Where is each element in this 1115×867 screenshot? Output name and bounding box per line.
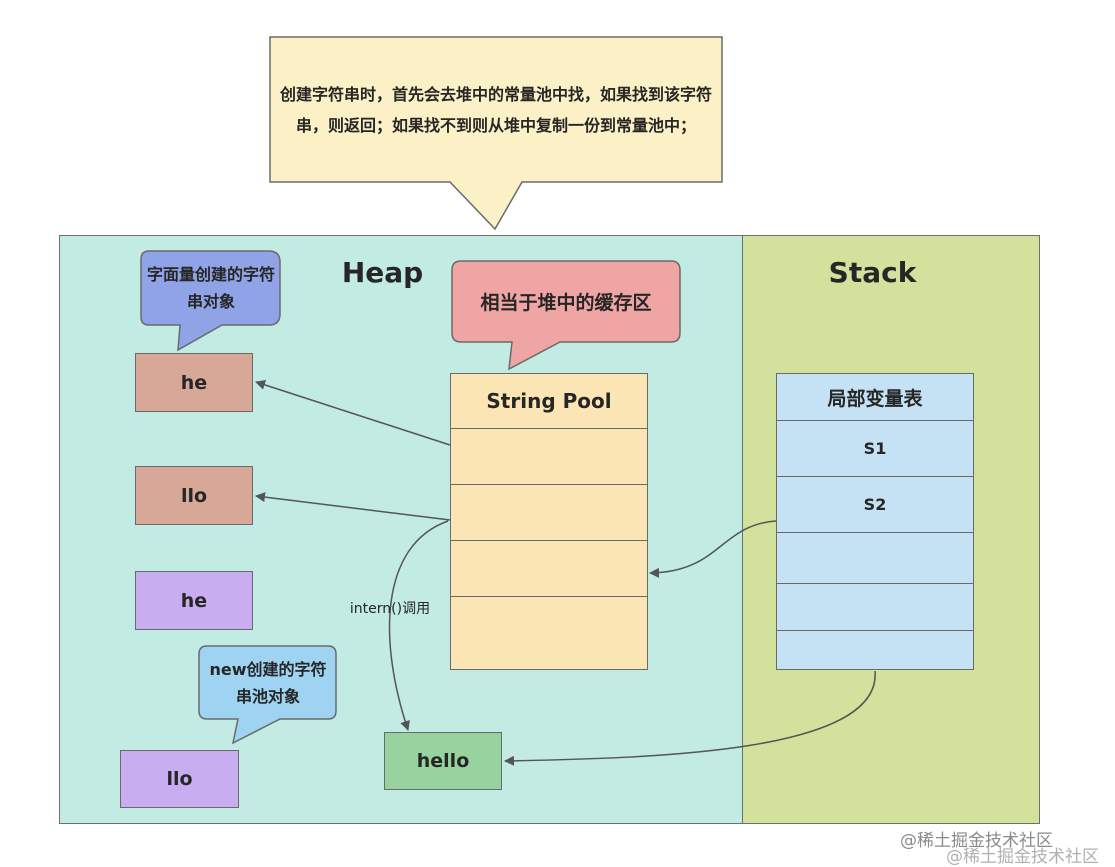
local-variable-table-title: 局部变量表 [827, 387, 923, 410]
watermark: @稀土掘金技术社区 [900, 831, 1053, 851]
string-pool: String Pool [450, 373, 648, 670]
local-variable-table: 局部变量表 S1 S2 [776, 373, 974, 670]
new-object-he: he [135, 571, 253, 630]
string-pool-row [451, 540, 647, 596]
callout-shape [269, 36, 723, 231]
arrow-pool-to-llo [255, 492, 451, 521]
string-pool-title: String Pool [486, 389, 612, 413]
string-pool-row [451, 484, 647, 540]
intern-label: intern()调用 [349, 601, 431, 617]
string-pool-row [451, 428, 647, 484]
variable-row [777, 630, 973, 669]
variable-row-s1: S1 [777, 420, 973, 476]
variable-row [777, 532, 973, 583]
new-note-shape [198, 645, 337, 745]
cache-note-shape [451, 260, 681, 371]
variable-row [777, 583, 973, 630]
literal-note-shape [140, 250, 281, 352]
arrow-s2-to-pool [649, 520, 777, 578]
arrow-vars-to-hello [504, 670, 876, 766]
literal-object-llo: llo [135, 466, 253, 525]
arrow-pool-to-he [255, 380, 451, 446]
literal-object-he: he [135, 353, 253, 412]
variable-row-s2: S2 [777, 476, 973, 532]
string-pool-row [451, 596, 647, 652]
watermark-shadow: @稀土掘金技术社区 [946, 847, 1099, 867]
result-object-hello: hello [384, 732, 502, 790]
new-object-llo: llo [120, 750, 239, 808]
arrow-intern [388, 520, 449, 731]
heap-title: Heap [341, 256, 424, 289]
stack-title: Stack [828, 256, 917, 289]
